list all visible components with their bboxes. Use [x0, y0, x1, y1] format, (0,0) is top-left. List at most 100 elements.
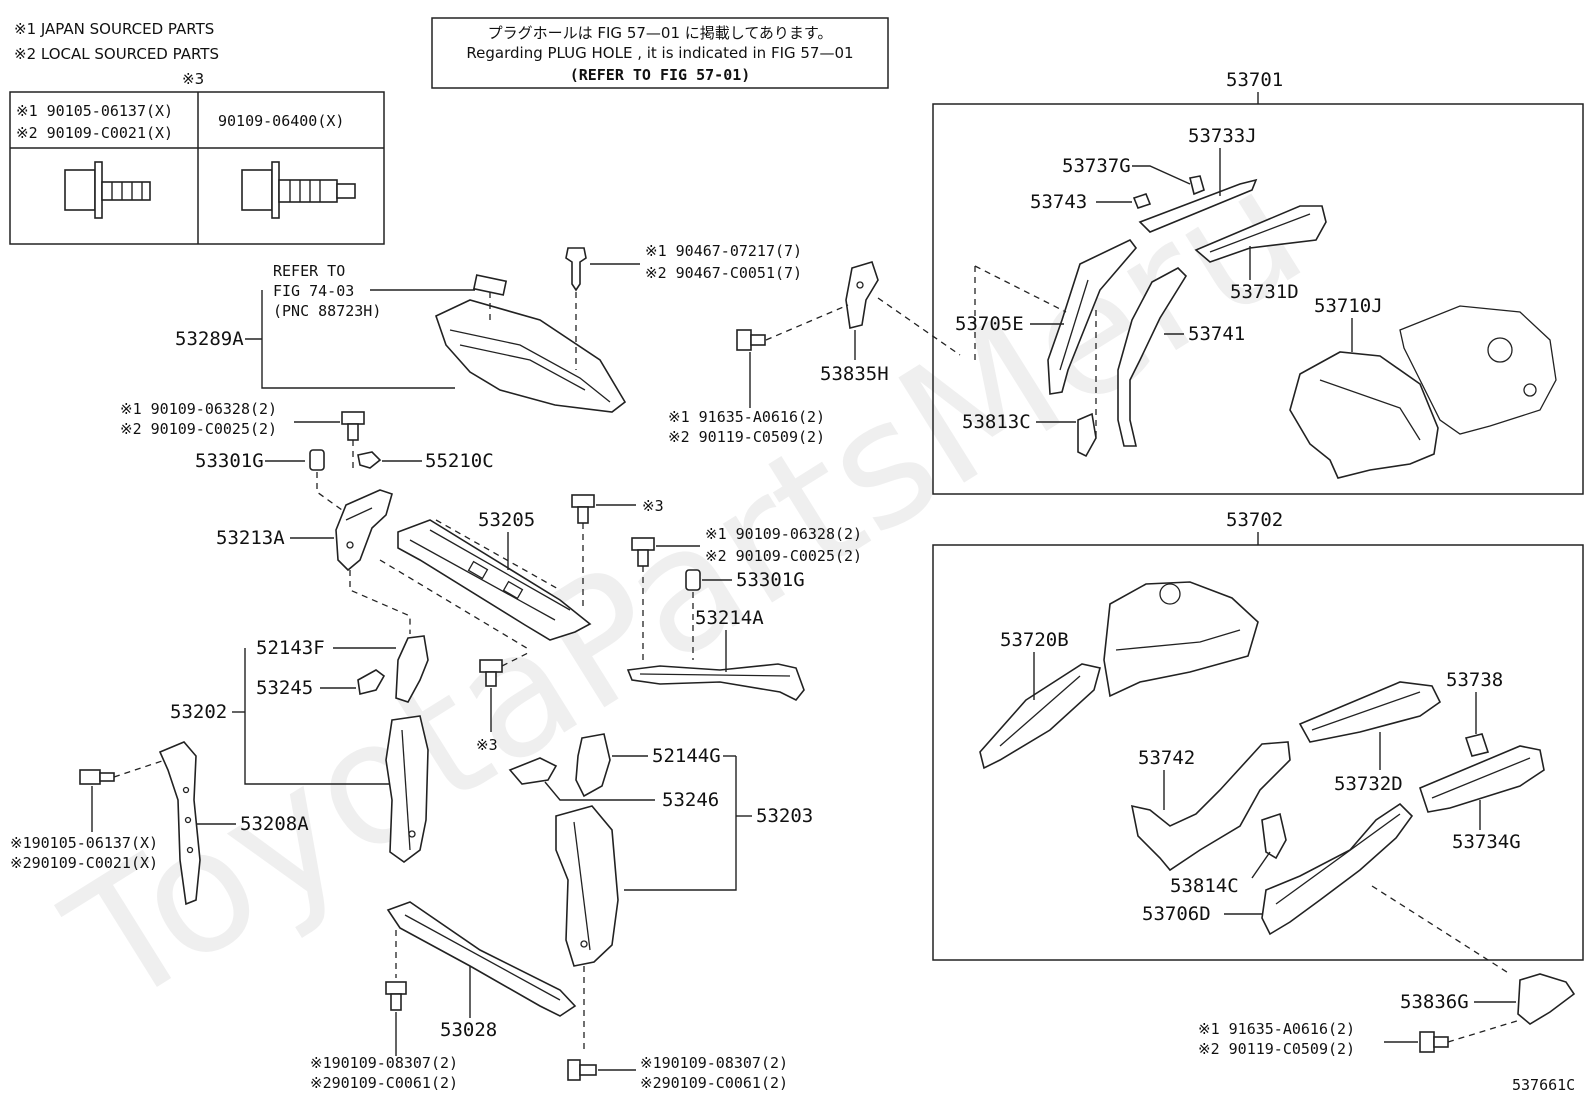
bolt-icon [385, 981, 407, 1011]
part-53202-upright-member [385, 715, 429, 863]
label-53741: 53741 [1188, 323, 1245, 345]
label-bolt-g-1: ※1 91635-A0616(2) [1198, 1020, 1355, 1038]
label-52143F: 52143F [256, 637, 325, 659]
label-53246: 53246 [662, 789, 719, 811]
part-52143F-bracket [395, 635, 429, 703]
part-53205-support [397, 519, 592, 641]
part-53710J-wheel-housing [1289, 305, 1557, 479]
notice-refer: (REFER TO FIG 57-01) [570, 66, 751, 84]
flange-bolt-icon [64, 161, 151, 219]
label-53732D: 53732D [1334, 773, 1403, 795]
label-53742: 53742 [1138, 747, 1195, 769]
part-53731D-panel [1194, 205, 1327, 263]
notice-box: プラグホールは FIG 57—01 に掲載してあります。 Regarding P… [431, 17, 889, 89]
label-mark3-a: ※3 [642, 497, 664, 515]
part-53738-bracket [1464, 733, 1490, 757]
label-53737G: 53737G [1062, 155, 1131, 177]
legend-mark3: ※3 [182, 70, 204, 88]
part-53706D-apron-member [1261, 802, 1414, 936]
part-55210C-clip [357, 451, 382, 469]
label-53814C: 53814C [1170, 875, 1239, 897]
label-53701: 53701 [1226, 69, 1283, 91]
label-53835H: 53835H [820, 363, 889, 385]
bolt-table-col2: 90109-06400(X) [218, 112, 344, 130]
label-53710J: 53710J [1314, 295, 1383, 317]
bolt-table: ※1 90105-06137(X) ※2 90109-C0021(X) 9010… [9, 91, 385, 245]
label-bolt-e-2: ※290109-C0061(2) [310, 1074, 458, 1092]
label-bolt-g-2: ※2 90119-C0509(2) [1198, 1040, 1355, 1058]
label-53731D: 53731D [1230, 281, 1299, 303]
label-53702: 53702 [1226, 509, 1283, 531]
part-53814C-bracket [1261, 812, 1287, 860]
label-53743: 53743 [1030, 191, 1087, 213]
label-bolt-a-1: ※1 90109-06328(2) [120, 400, 277, 418]
bolt-table-col1-line1: ※1 90105-06137(X) [16, 102, 173, 120]
part-53737G-bracket [1189, 175, 1205, 196]
part-53742-reinforcement [1130, 741, 1291, 872]
label-53214A: 53214A [695, 607, 764, 629]
label-bolt-b-1: ※1 90109-06328(2) [705, 525, 862, 543]
legend-local: ※2 LOCAL SOURCED PARTS [14, 45, 219, 63]
label-clip-2: ※2 90467-C0051(7) [645, 264, 802, 282]
label-53706D: 53706D [1142, 903, 1211, 925]
label-53028: 53028 [440, 1019, 497, 1041]
part-53246-bracket [508, 757, 558, 785]
bolt-icon [79, 769, 115, 785]
label-53836G: 53836G [1400, 991, 1469, 1013]
refer-note-line1: REFER TO [273, 262, 345, 280]
bolt-icon [567, 1059, 597, 1081]
part-52144G-bracket [575, 733, 611, 798]
label-bolt-c-1: ※1 91635-A0616(2) [668, 408, 825, 426]
part-53702-wheel-housing [1103, 581, 1259, 698]
legend-japan: ※1 JAPAN SOURCED PARTS [14, 20, 214, 38]
label-bolt-d-1: ※190105-06137(X) [10, 834, 158, 852]
label-52144G: 52144G [652, 745, 721, 767]
bolt-icon [479, 659, 503, 687]
figure-id: 537661C [1512, 1076, 1575, 1094]
bolt-icon [736, 329, 766, 351]
label-bolt-e-1: ※190109-08307(2) [310, 1054, 458, 1072]
part-53028-lower-member [386, 901, 577, 1017]
bolt-icon [571, 494, 595, 524]
label-53213A: 53213A [216, 527, 285, 549]
label-53734G: 53734G [1452, 831, 1521, 853]
part-53301G-b-nut [685, 569, 701, 591]
part-53301G-a-nut [309, 449, 325, 471]
label-53245: 53245 [256, 677, 313, 699]
label-53205: 53205 [478, 509, 535, 531]
label-53301G-b: 53301G [736, 569, 805, 591]
refer-note-line2: FIG 74-03 [273, 282, 354, 300]
part-53741-reinforcement [1117, 267, 1188, 447]
part-53732D-panel [1298, 681, 1442, 743]
label-53289A: 53289A [175, 328, 244, 350]
part-53245-bracket [357, 669, 386, 695]
notice-jp: プラグホールは FIG 57—01 に掲載してあります。 [488, 24, 833, 42]
label-53738: 53738 [1446, 669, 1503, 691]
label-53301G-a: 53301G [195, 450, 264, 472]
label-bolt-f-1: ※190109-08307(2) [640, 1054, 788, 1072]
part-53835H-bracket [845, 261, 879, 329]
label-53705E: 53705E [955, 313, 1024, 335]
label-bolt-a-2: ※2 90109-C0025(2) [120, 420, 277, 438]
part-53705E-apron-member [1047, 238, 1138, 395]
part-53734G-panel [1419, 745, 1545, 813]
notice-en: Regarding PLUG HOLE , it is indicated in… [466, 44, 853, 62]
label-bolt-d-2: ※290109-C0021(X) [10, 854, 158, 872]
part-53743-clip [1132, 193, 1152, 209]
bolt-icon [1419, 1031, 1449, 1053]
bolt-icon [341, 411, 365, 441]
part-53214A-brace [626, 663, 805, 702]
part-53203-upright-member [555, 805, 619, 967]
clip-icon [565, 247, 587, 292]
part-53720B-panel [979, 663, 1101, 770]
label-53720B: 53720B [1000, 629, 1069, 651]
part-53208A-support [158, 741, 201, 906]
label-bolt-b-2: ※2 90109-C0025(2) [705, 547, 862, 565]
label-53202: 53202 [170, 701, 227, 723]
part-53733J-panel [1138, 178, 1258, 233]
bolt-icon [631, 537, 655, 567]
label-bolt-f-2: ※290109-C0061(2) [640, 1074, 788, 1092]
part-53289A-cover [435, 274, 627, 413]
